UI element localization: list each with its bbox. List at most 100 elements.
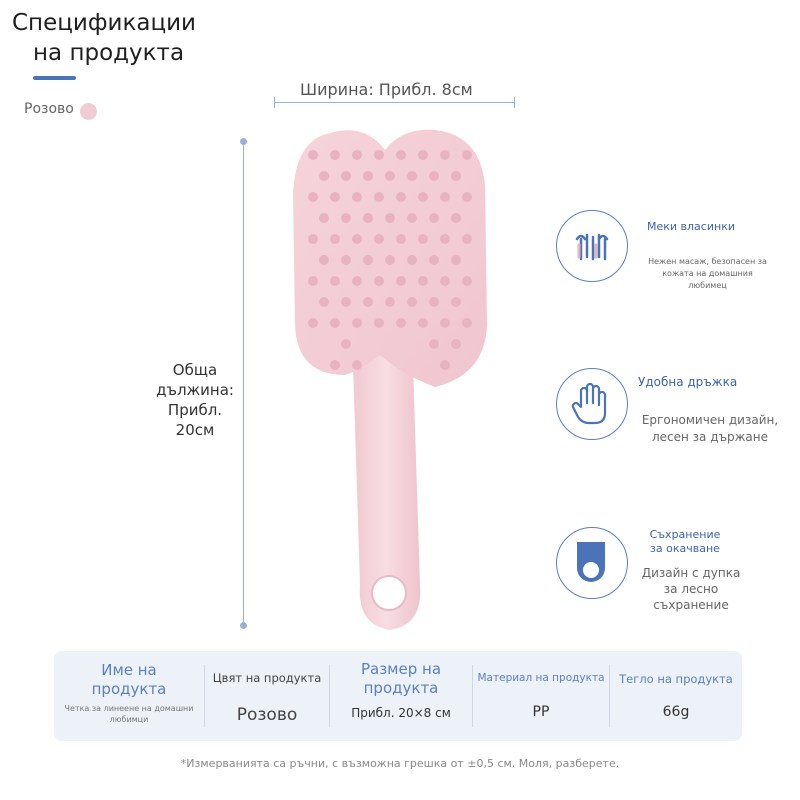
length-label-line: 20см [175,421,215,439]
spec-value: 66g [662,704,690,720]
feature-desc-line: лесен за държане [651,430,769,444]
bristle [341,255,351,265]
bristle [418,276,428,286]
bristle [462,234,472,244]
bristle [418,234,428,244]
bristle [330,192,340,202]
spec-table: Име на продукта Четка за линеене на дома… [54,651,742,741]
bristle [374,234,384,244]
spec-column-size: Размер на продукта Прибл. 20×8 см [330,651,472,741]
bristle [363,255,373,265]
bristle [352,318,362,328]
bristle [363,297,373,307]
bristle [374,192,384,202]
hang-hole-icon [577,542,605,582]
bristle [451,255,461,265]
bristle [319,297,329,307]
feature-description: Ергономичен дизайн, лесен за държане [640,412,780,446]
color-swatch[interactable] [80,103,97,120]
bristle [418,318,428,328]
hang-hole [371,575,407,611]
bristle [440,276,450,286]
spec-divider [609,665,610,727]
bristle [385,255,395,265]
bristle [407,297,417,307]
feature-description: Нежен масаж, безопасен за кожата на дома… [640,256,775,292]
measurement-footnote: *Измерванията са ръчни, с възможна грешк… [180,757,620,770]
hang-storage-badge [556,527,628,599]
bristle [462,318,472,328]
bristle [462,276,472,286]
spec-value: Прибл. 20×8 см [351,706,451,720]
bristle [407,171,417,181]
length-dimension-line [243,141,244,626]
feature-desc-line: за лесно [663,582,719,596]
spec-header-line: продукта [91,680,167,698]
bristle-grid [308,150,472,370]
bristle [352,360,362,370]
brush-product-image [293,129,487,630]
width-tick-right [514,97,515,108]
bristle [374,276,384,286]
bristle [330,234,340,244]
title-underline [33,76,76,80]
spec-header: Материал на продукта [477,672,605,684]
bristle [440,360,450,370]
bristle [451,297,461,307]
bristle [374,150,384,160]
bristle [341,297,351,307]
length-dimension-dot-top [240,138,247,145]
bristle [396,276,406,286]
spec-column-name: Име на продукта Четка за линеене на дома… [54,651,204,741]
bristle [341,213,351,223]
length-label-line: дължина: [156,381,234,399]
spec-value: Розово [236,705,298,725]
feature-desc-line: Дизайн с дупка [641,566,741,580]
bristle [308,192,318,202]
bristle [385,297,395,307]
spec-divider [204,665,205,727]
feature-title-line: за окачване [650,542,720,555]
bristle [341,339,351,349]
brush-handle [353,333,421,630]
bristle [429,297,439,307]
feature-desc-line: любимец [688,281,727,290]
spec-header-line: продукта [363,679,439,697]
bristle [319,213,329,223]
bristle [374,318,384,328]
bristle [451,171,461,181]
bristle [330,150,340,160]
bristle [407,213,417,223]
bristle [440,234,450,244]
bristle [330,360,340,370]
bristle [308,276,318,286]
spec-value-line: Четка за линеене на домашни [64,704,194,713]
spec-header: Име на продукта [54,661,204,699]
spec-header-line: Размер на [360,660,442,678]
bristle [308,150,318,160]
bristle [396,234,406,244]
spec-column-material: Материал на продукта PP [473,651,609,741]
bristle [385,213,395,223]
feature-desc-line: съхранение [653,598,729,612]
width-dimension-label: Ширина: Прибл. 8см [300,80,473,99]
spec-column-weight: Тегло на продукта 66g [610,651,742,741]
bristle [440,192,450,202]
spec-value: Четка за линеене на домашни любимци [54,703,204,725]
spec-column-color: Цвят на продукта Розово [205,651,329,741]
bristle [363,171,373,181]
spec-value: PP [532,704,550,720]
feature-desc-line: Ергономичен дизайн, [641,413,779,427]
length-label-line: Прибл. [167,401,223,419]
width-tick-left [274,97,275,108]
bristle [440,150,450,160]
bristle [308,318,318,328]
spec-header: Цвят на продукта [212,671,322,685]
bristle [330,318,340,328]
feature-title-line: Съхранение [649,528,721,541]
bristles-icon [575,233,609,261]
bristle [440,318,450,328]
width-dimension-line [274,102,514,103]
spec-header-line: Име на [101,661,157,679]
color-option-label: Розово [24,101,74,117]
